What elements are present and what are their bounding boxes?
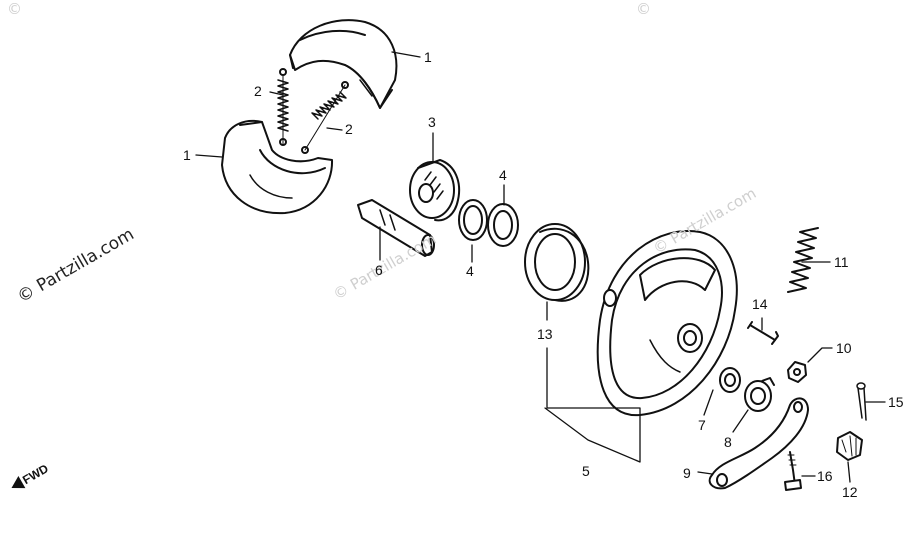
speedometer-gear [409, 159, 460, 222]
watermark-copyright-top-right: © [636, 0, 651, 18]
thrust-washer-1 [458, 199, 488, 241]
callout-3: 3 [428, 114, 436, 130]
brake-panel [596, 230, 738, 417]
washer-7 [719, 367, 741, 393]
callout-5: 5 [582, 463, 590, 479]
callout-13: 13 [537, 326, 553, 342]
callout-8: 8 [724, 434, 732, 450]
callout-14: 14 [752, 296, 768, 312]
callout-16: 16 [817, 468, 833, 484]
callout-6: 6 [375, 262, 383, 278]
brake-arm-spring [787, 227, 819, 293]
callout-4-lower: 4 [466, 263, 474, 279]
nut-10 [787, 361, 807, 383]
callout-10: 10 [836, 340, 852, 356]
return-spring-left [277, 68, 289, 146]
return-spring-right [301, 81, 349, 154]
watermark-copyright-top-left: © [7, 0, 22, 18]
bolt-14 [747, 321, 779, 345]
thrust-washer-2 [487, 203, 519, 247]
callout-1-upper: 1 [424, 49, 432, 65]
callout-7: 7 [698, 417, 706, 433]
brake-shoe-upper [289, 19, 398, 109]
callout-12: 12 [842, 484, 858, 500]
callout-4-upper: 4 [499, 167, 507, 183]
callout-15: 15 [888, 394, 904, 410]
cotter-pin [856, 382, 867, 421]
callout-9: 9 [683, 465, 691, 481]
callout-2-right: 2 [345, 121, 353, 137]
brake-cam-shaft [357, 199, 435, 257]
brake-arm [708, 397, 809, 490]
leader-lines [195, 51, 886, 483]
callout-2-left: 2 [254, 83, 262, 99]
callout-11: 11 [834, 254, 849, 270]
bolt-16 [784, 451, 802, 491]
wear-indicator-plate [744, 377, 775, 412]
callout-1-lower: 1 [183, 147, 191, 163]
brake-shoe-lower [221, 119, 334, 215]
castle-nut [836, 431, 863, 461]
oil-seal [524, 223, 590, 302]
